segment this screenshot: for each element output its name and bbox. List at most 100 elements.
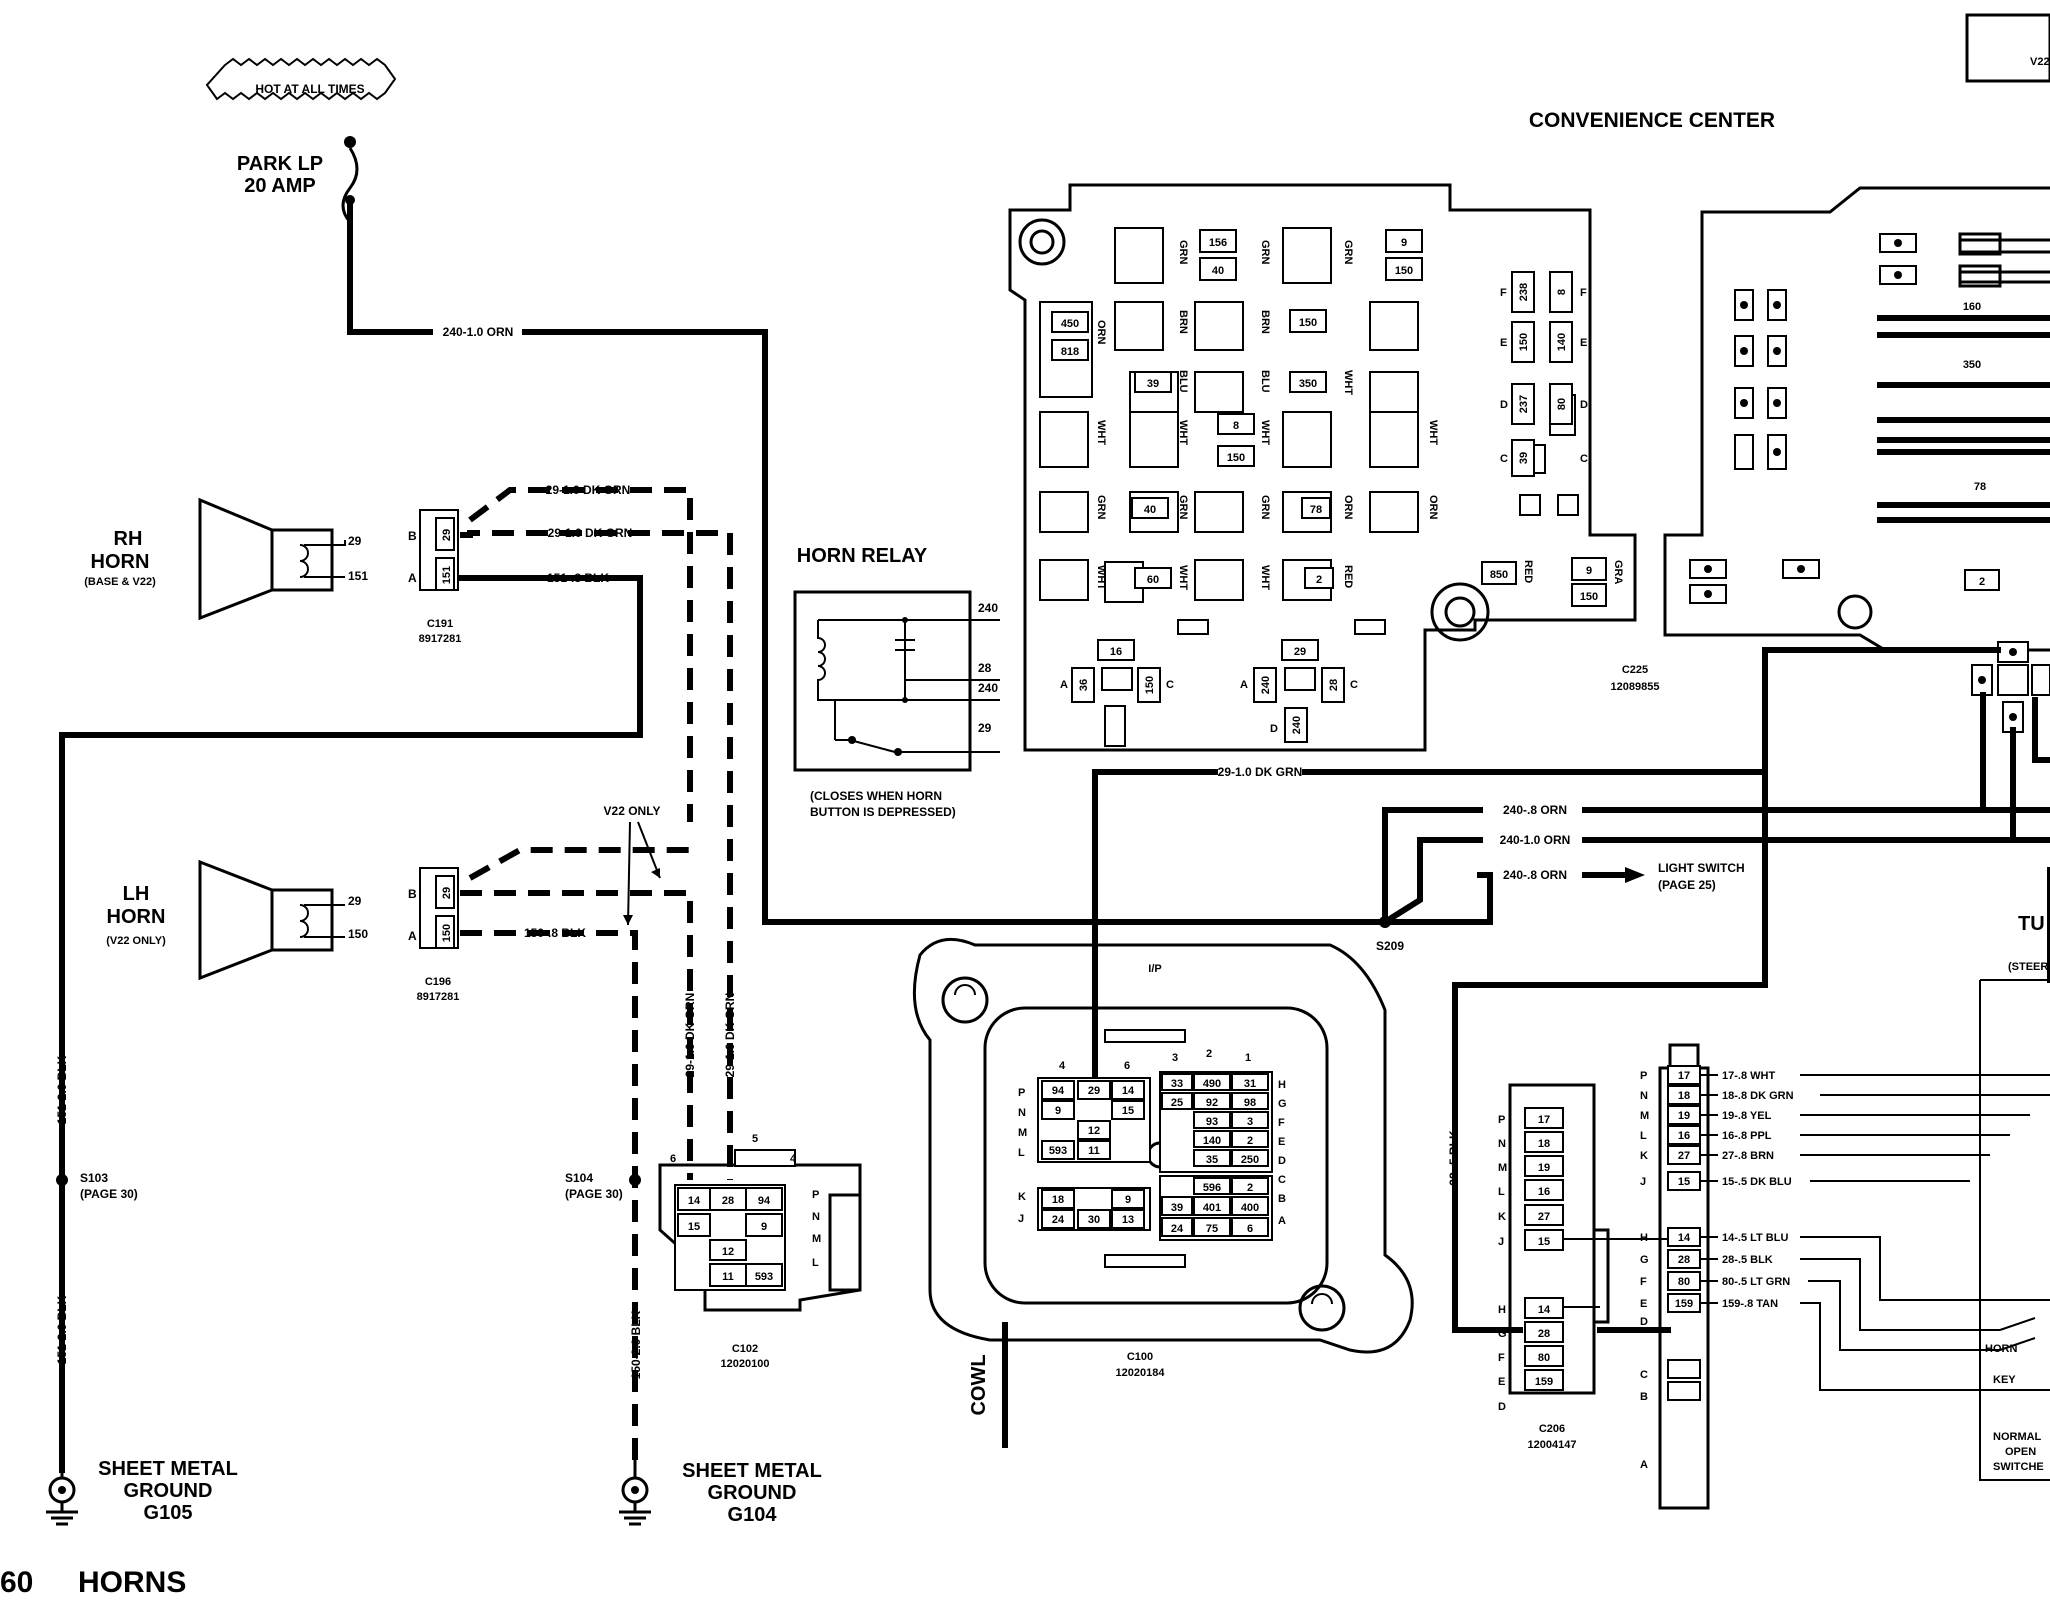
c102-cell: 28	[722, 1195, 734, 1207]
c100-cell: 2	[1247, 1182, 1253, 1194]
c191-cavity-29: 29	[441, 529, 453, 541]
column-letter: E	[1640, 1298, 1647, 1310]
c206-letter: L	[1498, 1186, 1505, 1198]
column-wire-label: 80-.5 LT GRN	[1722, 1276, 1790, 1288]
cc-cavity: 237	[1518, 395, 1530, 413]
orn-2-label: 240-1.0 ORN	[1500, 833, 1571, 847]
lh-horn-note: (V22 ONLY)	[106, 935, 166, 947]
s103-splice	[56, 1174, 68, 1186]
c102-cell: 12	[722, 1246, 734, 1258]
cc-cavity: 39	[1147, 378, 1159, 390]
c206-letter: D	[1498, 1401, 1506, 1413]
c100-cell: 401	[1203, 1202, 1221, 1214]
c100-cell: 593	[1049, 1145, 1067, 1157]
c100-cell: 3	[1247, 1116, 1253, 1128]
c102-name: C102	[732, 1343, 758, 1355]
relay29-right: 28	[1328, 679, 1340, 691]
c206-letter: H	[1498, 1304, 1506, 1316]
c206-cell: 15	[1538, 1236, 1550, 1248]
c100-right-letter: E	[1278, 1136, 1285, 1148]
cc-wire-color: WHT	[1177, 420, 1189, 445]
orn-1-label: 240-.8 ORN	[1503, 803, 1567, 817]
column-letter: B	[1640, 1391, 1648, 1403]
cc-wire-color: BLU	[1259, 370, 1271, 393]
c100-name: C100	[1127, 1351, 1153, 1363]
relay-note-2: BUTTON IS DEPRESSED)	[810, 805, 956, 819]
relay29-c: C	[1350, 679, 1358, 691]
column-wire-label: 28-.5 BLK	[1722, 1254, 1773, 1266]
cc-wire-color: WHT	[1427, 420, 1439, 445]
lh-horn-title: LH	[123, 883, 150, 905]
c102-pin-4: 4	[790, 1153, 797, 1165]
c196-part: 8917281	[417, 991, 460, 1003]
cc-wire-color: BRN	[1177, 310, 1189, 334]
cc-letter: E	[1580, 337, 1587, 349]
s103-page: (PAGE 30)	[80, 1187, 138, 1201]
column-letter: F	[1640, 1276, 1647, 1288]
column-wire-label: 14-.5 LT BLU	[1722, 1232, 1788, 1244]
c206-letter: K	[1498, 1211, 1506, 1223]
c102-letter-l: L	[812, 1257, 819, 1269]
c206-letter: N	[1498, 1138, 1506, 1150]
c102-part: 12020100	[721, 1358, 770, 1370]
cc-wire-color: RED	[1342, 565, 1354, 588]
c100-left-letter: N	[1018, 1107, 1026, 1119]
cc-cavity: 8	[1556, 289, 1568, 295]
cc-cavity: 150	[1299, 317, 1317, 329]
column-wire-label: 15-.5 DK BLU	[1722, 1176, 1792, 1188]
column-wire-label: 159-.8 TAN	[1722, 1298, 1778, 1310]
cc-cavity: 9	[1586, 565, 1592, 577]
c206-cell: 14	[1538, 1304, 1551, 1316]
column-wire-label: 17-.8 WHT	[1722, 1070, 1775, 1082]
orn-1-wire-a	[1582, 692, 1986, 813]
c191-name: C191	[427, 618, 453, 630]
right-panel-label: 78	[1974, 481, 1986, 493]
c100-cell: 29	[1088, 1085, 1100, 1097]
page-title: HORNS	[78, 1566, 186, 1599]
cc-wire-color: GRN	[1259, 240, 1271, 265]
c100-right-letter: C	[1278, 1174, 1286, 1186]
c102-cell: 593	[755, 1271, 773, 1283]
c100-cell: 39	[1171, 1202, 1183, 1214]
c206-letter: M	[1498, 1162, 1507, 1174]
relay16-left: 36	[1078, 679, 1090, 691]
c196-name: C196	[425, 976, 451, 988]
c102-wire-label-2: 29-1.0 DK GRN	[723, 993, 737, 1078]
c100-cell: 92	[1206, 1097, 1218, 1109]
page-number: 60	[0, 1566, 33, 1599]
column-wire-label: 16-.8 PPL	[1722, 1130, 1772, 1142]
rh-horn-subtitle: HORN	[91, 551, 150, 573]
relay-pin-29: 29	[978, 721, 992, 735]
cc-wire-color: ORN	[1427, 495, 1439, 520]
c102-connector: 5 6 4 P N M L 14 28 94 15 9 12 11 593 C1…	[658, 1133, 862, 1370]
c100-cell: 94	[1052, 1085, 1065, 1097]
g105-label-3: G105	[144, 1502, 193, 1524]
cc-cavity: 39	[1518, 452, 1530, 464]
relay-pin-240: 240	[978, 601, 998, 615]
g104-label-1: SHEET METAL	[682, 1460, 822, 1482]
s209-junction-wires	[1380, 807, 1493, 927]
cc-cavity: 60	[1147, 574, 1159, 586]
c100-top-number: 2	[1206, 1048, 1212, 1060]
right-edge-wire-2	[2032, 697, 2050, 763]
c100-cell: 15	[1122, 1105, 1134, 1117]
c206-part: 12004147	[1528, 1439, 1577, 1451]
cc-wire-color: WHT	[1259, 565, 1271, 590]
lh-horn-subtitle: HORN	[107, 906, 166, 928]
relay29-bottom: 240	[1291, 716, 1303, 734]
c102-pin-6: 6	[670, 1153, 676, 1165]
c206-cell: 80	[1538, 1352, 1550, 1364]
column-cell: 16	[1678, 1130, 1690, 1142]
c100-cell: 6	[1247, 1223, 1253, 1235]
rh-blk-label: 151-.8 BLK	[547, 571, 609, 585]
tilt-column-key: KEY	[1993, 1374, 2016, 1386]
c100-right-letter: A	[1278, 1215, 1286, 1227]
column-wire-label: 27-.8 BRN	[1722, 1150, 1774, 1162]
lh-horn: LH HORN (V22 ONLY) 29 150	[106, 859, 368, 981]
cc-letter: F	[1580, 287, 1587, 299]
c206-thin-wires	[1563, 1238, 1668, 1308]
relay-out-wire-a	[1092, 769, 1218, 1123]
c100-cell: 24	[1171, 1223, 1184, 1235]
c100-cell: 13	[1122, 1214, 1134, 1226]
rh-horn-title: RH	[114, 528, 143, 550]
